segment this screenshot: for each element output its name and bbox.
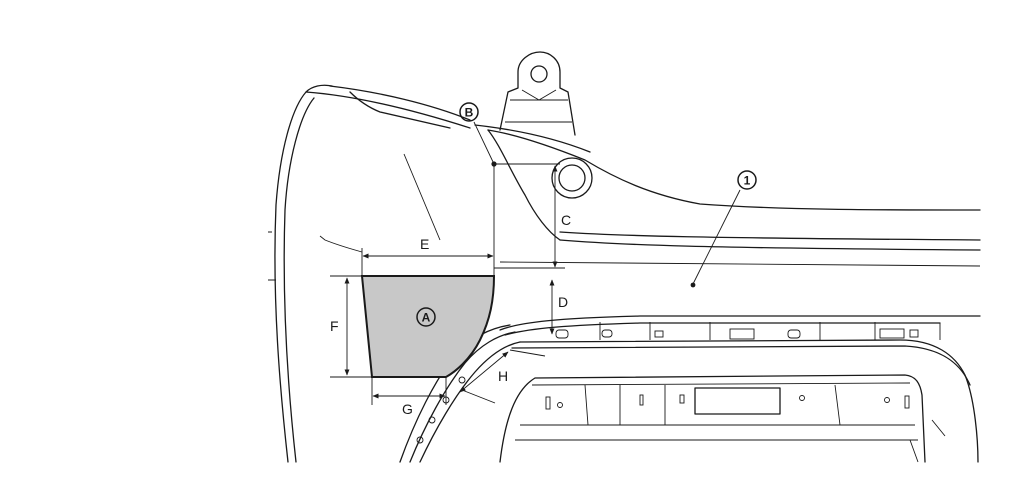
grille-opening [399, 322, 979, 463]
label-d: D [558, 294, 568, 310]
label-g: G [402, 401, 413, 417]
label-c: C [561, 212, 571, 228]
callout-a-text: A [422, 311, 431, 325]
label-f: F [330, 318, 339, 334]
leader-lines [403, 121, 741, 288]
label-e: E [420, 236, 429, 252]
dimension-lines [330, 162, 565, 405]
callout-b: B [459, 102, 479, 122]
callout-part-1-text: 1 [744, 174, 751, 188]
label-h: H [498, 368, 508, 384]
callout-b-text: B [465, 106, 474, 120]
mounting-bracket [487, 51, 593, 241]
bumper-outline [268, 84, 981, 463]
point-b-marker [491, 161, 497, 167]
callout-a: A [416, 307, 436, 327]
part-1-marker [690, 282, 696, 288]
callout-part-1: 1 [737, 170, 757, 190]
